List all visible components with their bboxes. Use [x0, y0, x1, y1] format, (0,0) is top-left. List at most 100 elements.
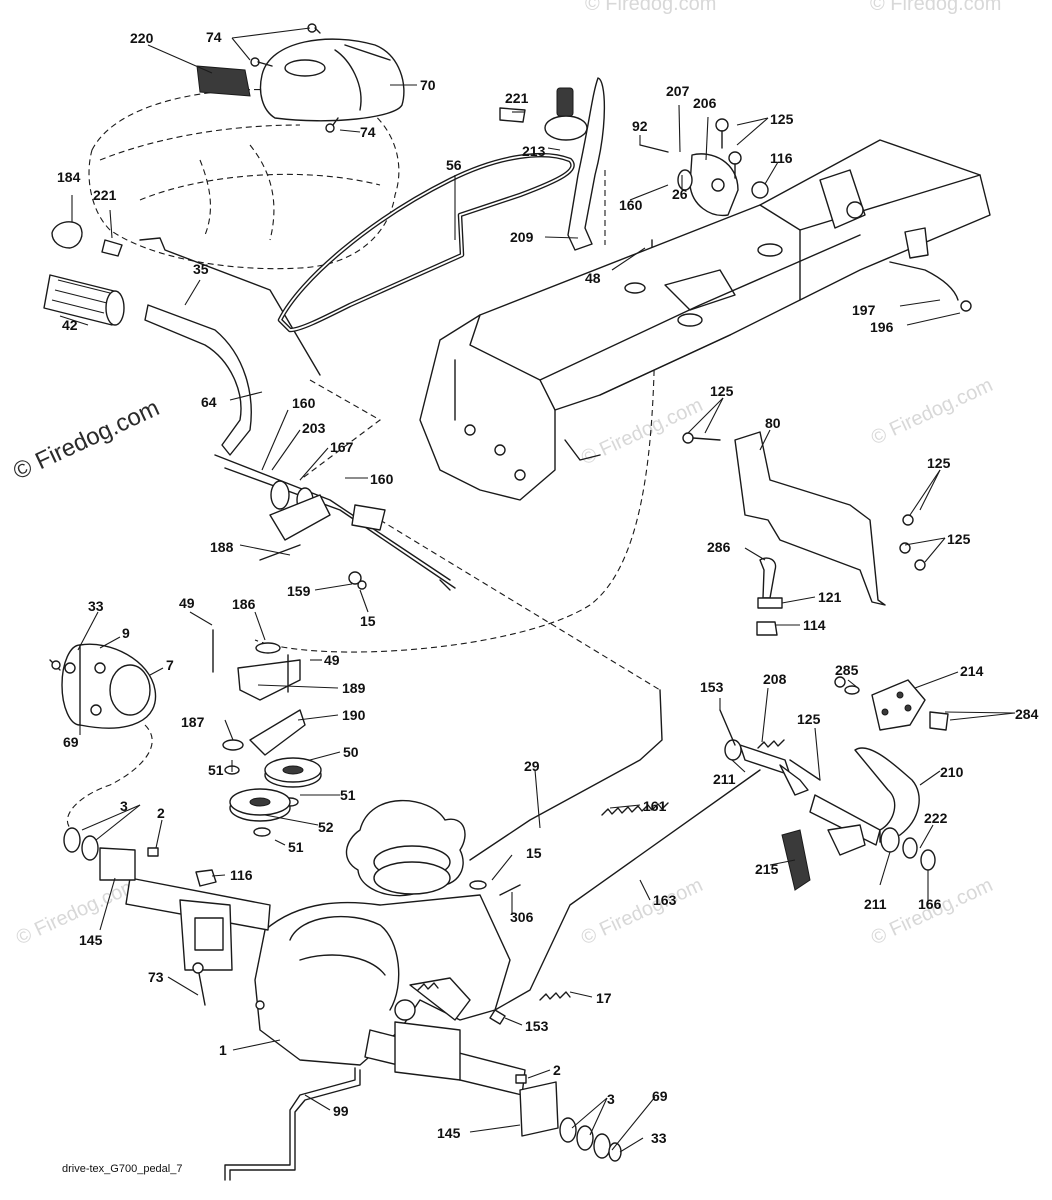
- callout-166: 166: [918, 896, 942, 912]
- bolt: [197, 967, 206, 1006]
- callout-26: 26: [672, 186, 688, 202]
- watermark: © Firedog.com: [585, 0, 716, 15]
- callout-125: 125: [797, 711, 821, 727]
- callout-3: 3: [607, 1091, 615, 1107]
- pedal-assembly: [719, 709, 936, 871]
- callout-159: 159: [287, 583, 311, 599]
- callout-160: 160: [292, 395, 316, 411]
- callout-221: 221: [93, 187, 117, 203]
- callout-213: 213: [522, 143, 546, 159]
- callout-160: 160: [370, 471, 394, 487]
- parking-rod: [494, 769, 761, 1011]
- callout-48: 48: [585, 270, 601, 286]
- callout-190: 190: [342, 707, 366, 723]
- callout-33: 33: [88, 598, 104, 614]
- callout-1: 1: [219, 1042, 227, 1058]
- watermark: © Firedog.com: [868, 374, 996, 449]
- callout-186: 186: [232, 596, 256, 612]
- axle-bracket: [99, 847, 136, 881]
- callout-42: 42: [62, 317, 78, 333]
- callout-167: 167: [330, 439, 354, 455]
- watermark: © Firedog.com: [578, 394, 706, 469]
- callout-2: 2: [157, 805, 165, 821]
- callout-125: 125: [710, 383, 734, 399]
- callout-161: 161: [643, 798, 667, 814]
- console-cover: [259, 38, 405, 122]
- leader-lines: [59, 27, 1016, 1153]
- callout-51: 51: [288, 839, 304, 855]
- callout-160: 160: [619, 197, 643, 213]
- side-plate: [682, 431, 926, 636]
- callout-222: 222: [924, 810, 948, 826]
- callout-51: 51: [340, 787, 356, 803]
- spring: [539, 991, 571, 1001]
- callout-9: 9: [122, 625, 130, 641]
- callout-116: 116: [230, 867, 253, 883]
- axle-bracket: [519, 1081, 559, 1137]
- callout-69: 69: [63, 734, 79, 750]
- callout-209: 209: [510, 229, 534, 245]
- callout-52: 52: [318, 819, 334, 835]
- callout-208: 208: [763, 671, 787, 687]
- callout-210: 210: [940, 764, 964, 780]
- bypass-rod: [224, 1067, 356, 1181]
- callout-49: 49: [179, 595, 195, 611]
- callout-114: 114: [803, 617, 826, 633]
- spring: [601, 802, 669, 816]
- callout-214: 214: [960, 663, 984, 679]
- pedal-pad: [834, 676, 949, 731]
- callout-2: 2: [553, 1062, 561, 1078]
- nut: [195, 869, 217, 887]
- callout-73: 73: [148, 969, 164, 985]
- callout-29: 29: [524, 758, 540, 774]
- callout-70: 70: [420, 77, 436, 93]
- callout-99: 99: [333, 1103, 349, 1119]
- watermark: © Firedog.com: [870, 0, 1001, 15]
- knob: [51, 221, 83, 249]
- callout-64: 64: [201, 394, 217, 410]
- steering-lever: [139, 237, 456, 589]
- callout-153: 153: [525, 1018, 549, 1034]
- watermark: © Firedog.com: [13, 874, 141, 949]
- callout-121: 121: [818, 589, 842, 605]
- brake-rod: [469, 689, 663, 861]
- callout-92: 92: [632, 118, 648, 134]
- callout-116: 116: [770, 150, 793, 166]
- callout-labels: 220 74 70 74 184 221 35 42 56 221 213 20…: [57, 29, 1039, 1146]
- callout-50: 50: [343, 744, 359, 760]
- callout-125: 125: [770, 111, 794, 127]
- hood-outline: [88, 88, 400, 270]
- decal: [196, 65, 251, 97]
- callout-145: 145: [437, 1125, 461, 1141]
- callout-7: 7: [166, 657, 174, 673]
- callout-35: 35: [193, 261, 209, 277]
- callout-80: 80: [765, 415, 781, 431]
- bolt: [499, 884, 521, 896]
- callout-69: 69: [652, 1088, 668, 1104]
- callout-286: 286: [707, 539, 731, 555]
- callout-197: 197: [852, 302, 876, 318]
- idler-pulley: [229, 757, 322, 837]
- callout-206: 206: [693, 95, 717, 111]
- lever-bracket: [639, 118, 769, 271]
- callout-163: 163: [653, 892, 677, 908]
- clip: [101, 239, 123, 257]
- copyright-watermark: © Firedog.com: [9, 394, 163, 485]
- callout-215: 215: [755, 861, 779, 877]
- callout-284: 284: [1015, 706, 1039, 722]
- callout-125: 125: [947, 531, 971, 547]
- callout-189: 189: [342, 680, 366, 696]
- screw-74: [250, 23, 339, 133]
- transaxle: [125, 799, 526, 1096]
- callout-188: 188: [210, 539, 234, 555]
- callout-15: 15: [360, 613, 376, 629]
- callout-145: 145: [79, 932, 103, 948]
- callout-51: 51: [208, 762, 224, 778]
- callout-187: 187: [181, 714, 205, 730]
- pedal-cover: [781, 829, 811, 891]
- callout-125: 125: [927, 455, 951, 471]
- chassis-frame: [419, 139, 991, 501]
- callout-211: 211: [864, 896, 887, 912]
- callout-33: 33: [651, 1130, 667, 1146]
